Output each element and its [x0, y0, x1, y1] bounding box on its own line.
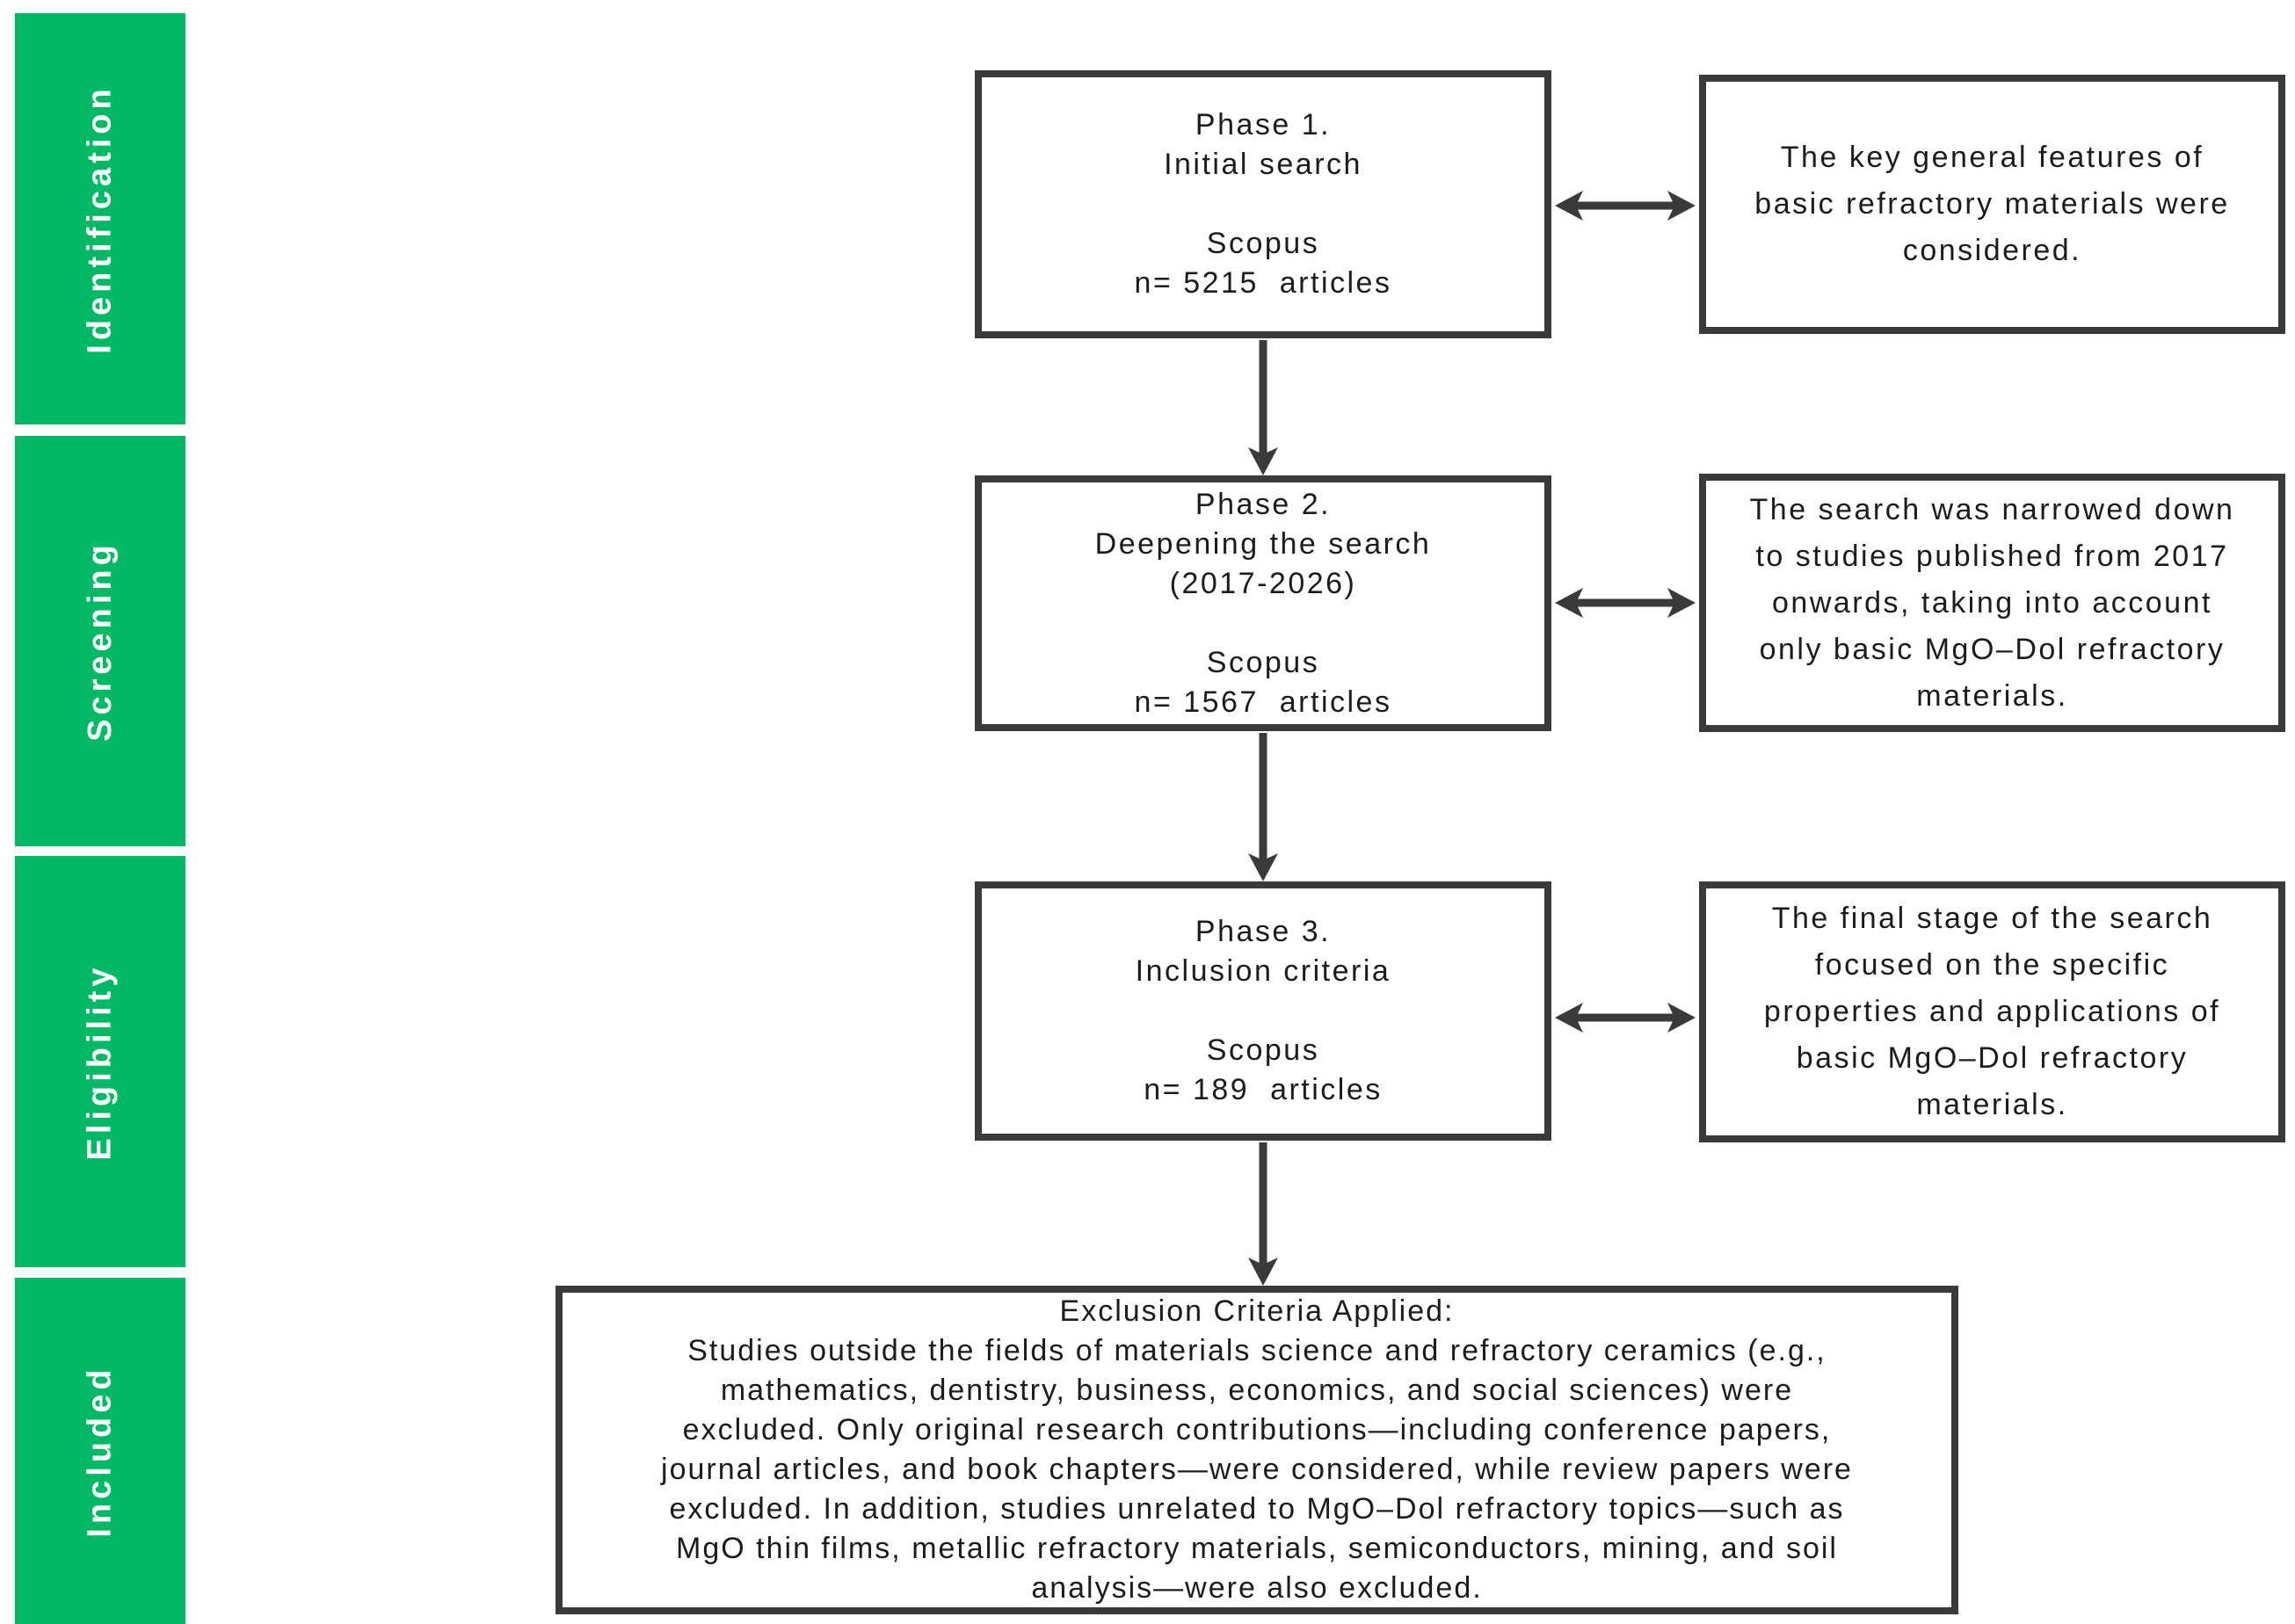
down-arrowhead-3	[1248, 1258, 1278, 1286]
right-arrowhead-row2	[1667, 588, 1696, 618]
phase2-text: Phase 2. Deepening the search (2017-2026…	[1094, 487, 1432, 719]
stage-label-eligibility: Eligibility	[81, 963, 119, 1160]
stage-label-included: Included	[81, 1364, 119, 1538]
left-arrowhead-row3	[1555, 1003, 1583, 1033]
stage-bar-identification: Identification	[15, 13, 185, 424]
stage-label-screening: Screening	[81, 540, 119, 742]
stage-bar-screening: Screening	[15, 436, 185, 846]
note3-text: The final stage of the search focused on…	[1763, 902, 2221, 1121]
left-arrowhead-row2	[1555, 588, 1583, 618]
right-arrowhead-row1	[1667, 191, 1696, 221]
exclusion-criteria-text: Exclusion Criteria Applied: Studies outs…	[661, 1294, 1853, 1605]
note1-box: The key general features of basic refrac…	[1699, 75, 2285, 334]
note1-text: The key general features of basic refrac…	[1754, 141, 2230, 267]
phase3-text: Phase 3. Inclusion criteria Scopus n= 18…	[1135, 915, 1391, 1106]
down-arrowhead-1	[1248, 447, 1278, 475]
stage-bar-eligibility: Eligibility	[15, 856, 185, 1267]
stage-label-identification: Identification	[81, 83, 119, 354]
left-arrowhead-row1	[1555, 191, 1583, 221]
exclusion-criteria-box: Exclusion Criteria Applied: Studies outs…	[556, 1286, 1958, 1614]
note3-box: The final stage of the search focused on…	[1699, 881, 2285, 1142]
stage-bar-included: Included	[15, 1278, 185, 1624]
note2-text: The search was narrowed down to studies …	[1749, 492, 2235, 713]
phase3-box: Phase 3. Inclusion criteria Scopus n= 18…	[975, 881, 1551, 1141]
phase1-box: Phase 1. Initial search Scopus n= 5215 a…	[975, 70, 1551, 338]
phase2-box: Phase 2. Deepening the search (2017-2026…	[975, 475, 1551, 731]
note2-box: The search was narrowed down to studies …	[1699, 474, 2285, 732]
down-arrowhead-2	[1248, 853, 1278, 881]
right-arrowhead-row3	[1667, 1003, 1696, 1033]
phase1-text: Phase 1. Initial search Scopus n= 5215 a…	[1134, 108, 1392, 300]
